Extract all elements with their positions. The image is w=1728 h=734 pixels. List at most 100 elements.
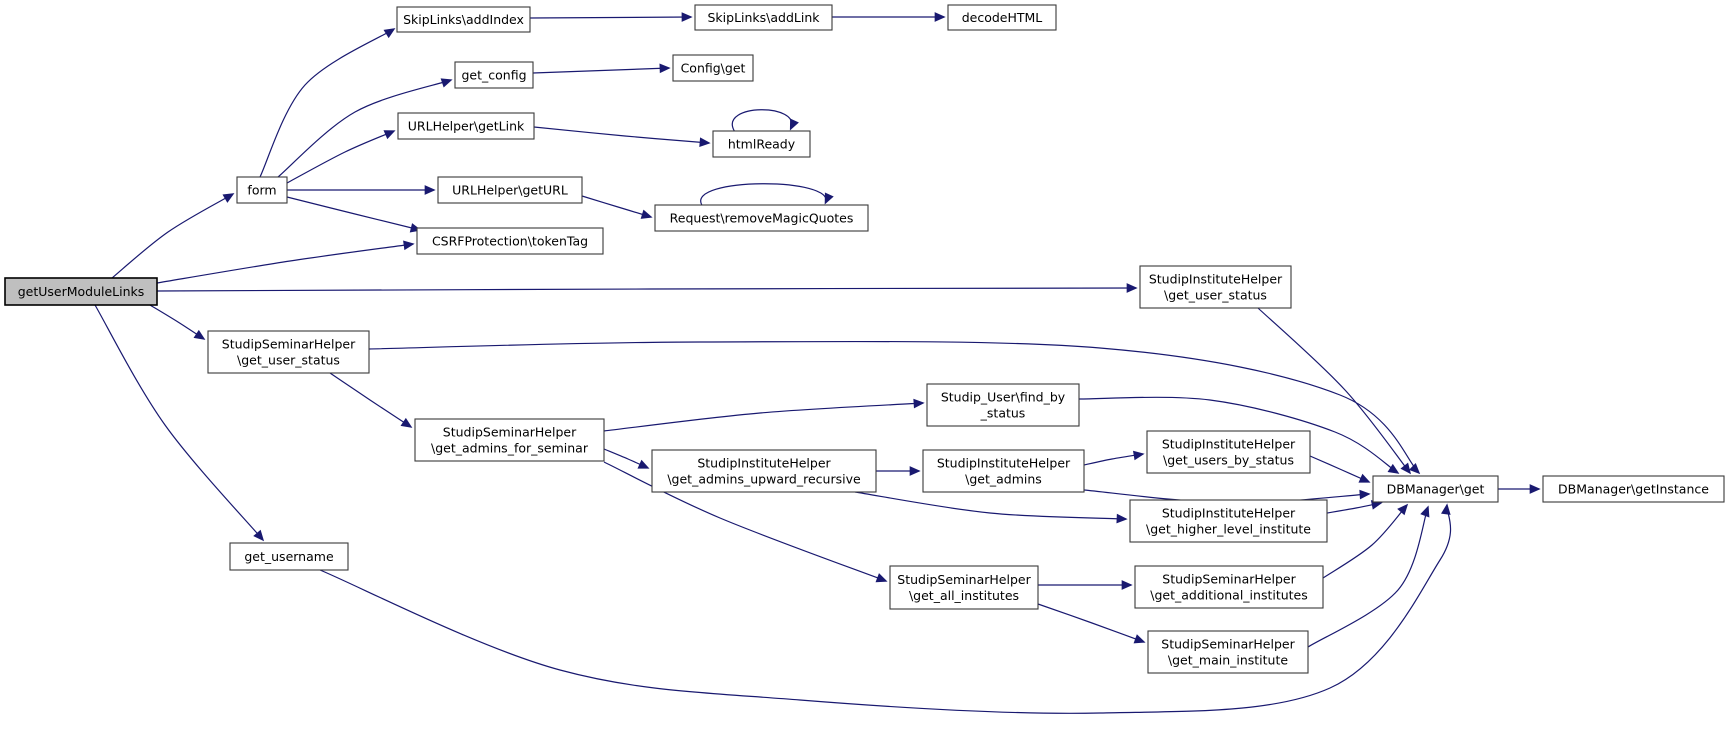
node-studipseminarhelper-get-additional-institutes[interactable]: StudipSeminarHelper\get_additional_insti… xyxy=(1134,565,1324,609)
node-label-html-ready: htmlReady xyxy=(728,137,796,152)
node-label-studipseminarhelper-get-admins-for-seminar: StudipSeminarHelper\get_admins_for_semin… xyxy=(431,425,589,456)
edge-studipseminarhelper-get-user-status--dbmanager-get xyxy=(368,340,1421,475)
node-dbmanager-get[interactable]: DBManager\get xyxy=(1372,475,1499,503)
node-box-studipseminarhelper-get-main-institute[interactable] xyxy=(1147,630,1309,674)
edge-get-username--dbmanager-get xyxy=(319,503,1452,714)
node-box-form[interactable] xyxy=(236,176,288,204)
node-studipseminarhelper-get-user-status[interactable]: StudipSeminarHelper\get_user_status xyxy=(207,330,370,374)
node-label-studip-user-find-by-status: Studip_User\find_by_status xyxy=(941,390,1066,421)
node-box-get-user-module-links[interactable] xyxy=(4,277,158,306)
node-label-decode-html: decodeHTML xyxy=(962,10,1043,25)
node-box-urlhelper-getlink[interactable] xyxy=(397,112,535,140)
node-studipinstitutehelper-get-admins-upward-recursive[interactable]: StudipInstituteHelper\get_admins_upward_… xyxy=(651,449,877,493)
node-label-studipseminarhelper-get-all-institutes: StudipSeminarHelper\get_all_institutes xyxy=(897,572,1031,603)
node-box-skiplinks-addlink[interactable] xyxy=(694,4,833,31)
node-box-studipinstitutehelper-get-admins-upward-recursive[interactable] xyxy=(651,449,877,493)
node-label-skiplinks-addindex: SkipLinks\addIndex xyxy=(403,12,524,27)
node-box-studipseminarhelper-get-admins-for-seminar[interactable] xyxy=(414,418,605,462)
node-box-studipinstitutehelper-get-higher-level-institute[interactable] xyxy=(1129,499,1328,543)
node-box-studipseminarhelper-get-additional-institutes[interactable] xyxy=(1134,565,1324,609)
node-urlhelper-getlink[interactable]: URLHelper\getLink xyxy=(397,112,535,140)
node-request-removemagicquotes[interactable]: Request\removeMagicQuotes xyxy=(654,204,869,232)
node-label-config-get: Config\get xyxy=(681,61,746,76)
node-label-studipseminarhelper-get-main-institute: StudipSeminarHelper\get_main_institute xyxy=(1161,637,1295,668)
edge-studipseminarhelper-get-main-institute--dbmanager-get xyxy=(1307,505,1430,648)
node-dbmanager-getinstance[interactable]: DBManager\getInstance xyxy=(1542,475,1725,503)
node-label-studipseminarhelper-get-additional-institutes: StudipSeminarHelper\get_additional_insti… xyxy=(1150,572,1308,603)
node-box-html-ready[interactable] xyxy=(712,130,811,158)
node-label-csrfprotection-tokentag: CSRFProtection\tokenTag xyxy=(432,234,588,249)
node-box-request-removemagicquotes[interactable] xyxy=(654,204,869,232)
node-label-studipinstitutehelper-get-user-status: StudipInstituteHelper\get_user_status xyxy=(1149,272,1283,303)
edge-studipseminarhelper-get-user-status--studipseminarhelper-get-admins-for-seminar xyxy=(329,372,413,428)
node-studipinstitutehelper-get-user-status[interactable]: StudipInstituteHelper\get_user_status xyxy=(1139,265,1292,309)
node-box-studipseminarhelper-get-all-institutes[interactable] xyxy=(889,565,1039,610)
edge-studipinstitutehelper-get-user-status--dbmanager-get xyxy=(1257,307,1412,475)
edge-get-config--config-get xyxy=(532,63,671,74)
node-label-get-config: get_config xyxy=(461,68,526,83)
edge-studipseminarhelper-get-additional-institutes--dbmanager-get xyxy=(1322,503,1409,579)
node-label-form: form xyxy=(247,183,276,198)
node-studipinstitutehelper-get-users-by-status[interactable]: StudipInstituteHelper\get_users_by_statu… xyxy=(1146,430,1311,474)
edge-studipinstitutehelper-get-higher-level-institute--dbmanager-get xyxy=(1326,500,1383,514)
node-skiplinks-addlink[interactable]: SkipLinks\addLink xyxy=(694,4,833,31)
edge-form--get-config xyxy=(277,78,453,178)
node-box-studipinstitutehelper-get-users-by-status[interactable] xyxy=(1146,430,1311,474)
edge-form--csrfprotection-tokentag xyxy=(286,196,422,233)
node-label-studipseminarhelper-get-user-status: StudipSeminarHelper\get_user_status xyxy=(222,337,356,368)
node-get-config[interactable]: get_config xyxy=(454,61,534,89)
node-label-get-user-module-links: getUserModuleLinks xyxy=(18,284,145,299)
edge-urlhelper-getlink--html-ready xyxy=(533,126,711,148)
node-box-urlhelper-geturl[interactable] xyxy=(437,176,583,204)
node-label-skiplinks-addlink: SkipLinks\addLink xyxy=(707,10,820,25)
edge-request-removemagicquotes--request-removemagicquotes xyxy=(700,183,834,206)
edge-studipinstitutehelper-get-users-by-status--dbmanager-get xyxy=(1309,455,1371,483)
node-config-get[interactable]: Config\get xyxy=(672,54,754,82)
edge-get-user-module-links--studipinstitutehelper-get-user-status xyxy=(156,283,1138,293)
node-label-studipinstitutehelper-get-higher-level-institute: StudipInstituteHelper\get_higher_level_i… xyxy=(1146,506,1311,537)
node-get-user-module-links[interactable]: getUserModuleLinks xyxy=(4,277,158,306)
node-studip-user-find-by-status[interactable]: Studip_User\find_by_status xyxy=(926,383,1080,427)
edge-studipinstitutehelper-get-admins--studipinstitutehelper-get-users-by-status xyxy=(1083,450,1145,466)
node-get-username[interactable]: get_username xyxy=(229,542,349,571)
edge-studip-user-find-by-status--dbmanager-get xyxy=(1078,396,1400,474)
node-studipseminarhelper-get-all-institutes[interactable]: StudipSeminarHelper\get_all_institutes xyxy=(889,565,1039,610)
node-html-ready[interactable]: htmlReady xyxy=(712,130,811,158)
edge-get-user-module-links--form xyxy=(111,193,235,279)
node-box-studip-user-find-by-status[interactable] xyxy=(926,383,1080,427)
node-box-get-username[interactable] xyxy=(229,542,349,571)
node-csrfprotection-tokentag[interactable]: CSRFProtection\tokenTag xyxy=(416,227,604,255)
node-studipseminarhelper-get-admins-for-seminar[interactable]: StudipSeminarHelper\get_admins_for_semin… xyxy=(414,418,605,462)
node-box-studipinstitutehelper-get-admins[interactable] xyxy=(922,449,1085,493)
node-decode-html[interactable]: decodeHTML xyxy=(947,4,1057,31)
node-box-csrfprotection-tokentag[interactable] xyxy=(416,227,604,255)
node-label-dbmanager-getinstance: DBManager\getInstance xyxy=(1558,482,1709,497)
node-box-config-get[interactable] xyxy=(672,54,754,82)
node-box-studipseminarhelper-get-user-status[interactable] xyxy=(207,330,370,374)
node-label-studipinstitutehelper-get-admins: StudipInstituteHelper\get_admins xyxy=(937,456,1071,487)
edge-studipseminarhelper-get-admins-for-seminar--studipinstitutehelper-get-admins-upward-recursive xyxy=(603,448,650,469)
node-label-dbmanager-get: DBManager\get xyxy=(1387,482,1485,497)
node-box-dbmanager-getinstance[interactable] xyxy=(1542,475,1725,503)
nodes-layer: getUserModuleLinks form SkipLinks\addIndex… xyxy=(4,4,1725,674)
node-box-studipinstitutehelper-get-user-status[interactable] xyxy=(1139,265,1292,309)
edge-get-user-module-links--studipseminarhelper-get-user-status xyxy=(149,304,206,340)
node-studipinstitutehelper-get-admins[interactable]: StudipInstituteHelper\get_admins xyxy=(922,449,1085,493)
node-box-decode-html[interactable] xyxy=(947,4,1057,31)
node-label-studipinstitutehelper-get-admins-upward-recursive: StudipInstituteHelper\get_admins_upward_… xyxy=(667,456,861,487)
edge-form--skiplinks-addindex xyxy=(259,28,396,178)
node-form[interactable]: form xyxy=(236,176,288,204)
node-skiplinks-addindex[interactable]: SkipLinks\addIndex xyxy=(396,6,531,33)
node-box-skiplinks-addindex[interactable] xyxy=(396,6,531,33)
node-box-dbmanager-get[interactable] xyxy=(1372,475,1499,503)
edges-layer xyxy=(94,12,1541,714)
node-studipseminarhelper-get-main-institute[interactable]: StudipSeminarHelper\get_main_institute xyxy=(1147,630,1309,674)
edge-skiplinks-addindex--skiplinks-addlink xyxy=(529,12,693,22)
node-box-get-config[interactable] xyxy=(454,61,534,89)
node-label-studipinstitutehelper-get-users-by-status: StudipInstituteHelper\get_users_by_statu… xyxy=(1162,437,1296,468)
node-urlhelper-geturl[interactable]: URLHelper\getURL xyxy=(437,176,583,204)
node-label-urlhelper-getlink: URLHelper\getLink xyxy=(408,119,525,134)
node-studipinstitutehelper-get-higher-level-institute[interactable]: StudipInstituteHelper\get_higher_level_i… xyxy=(1129,499,1328,543)
